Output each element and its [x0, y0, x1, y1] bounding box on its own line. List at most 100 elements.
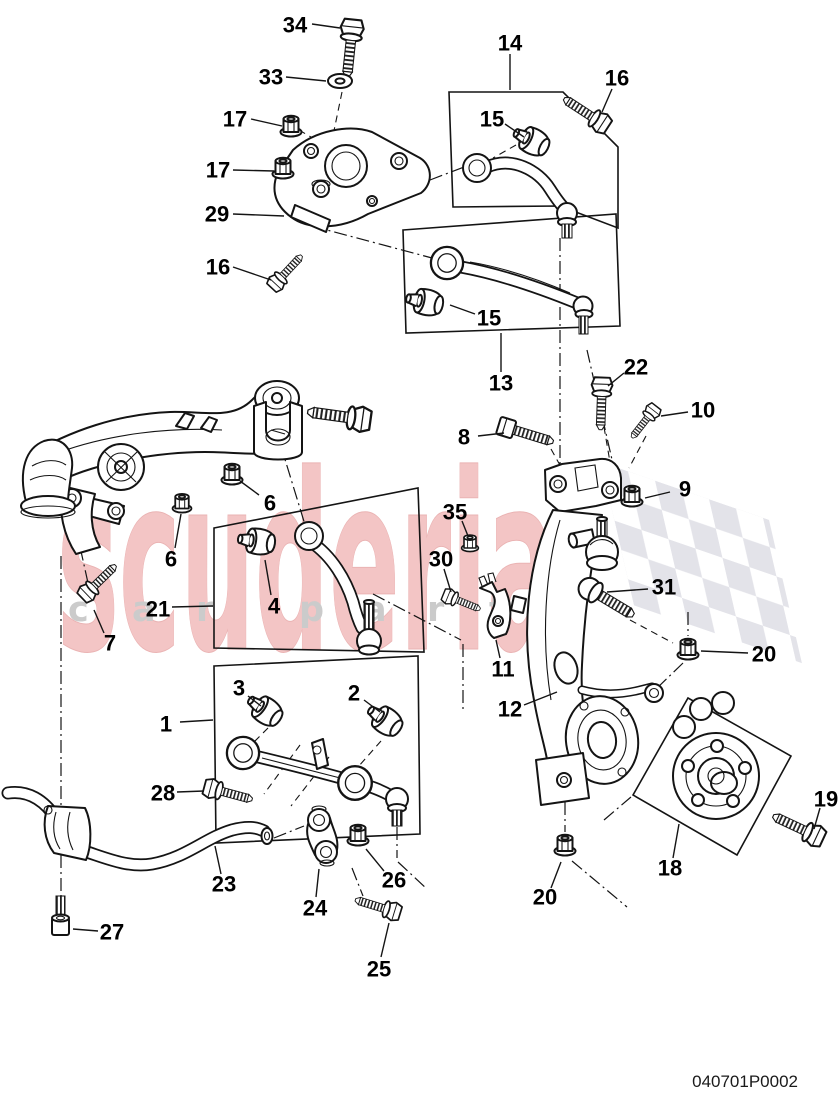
- callout-7: 7: [93, 609, 116, 656]
- callout-11: 11: [491, 639, 515, 682]
- callout-leader-line: [365, 848, 385, 872]
- callout-15: 15: [449, 304, 501, 331]
- callout-leader-line: [606, 588, 649, 593]
- callout-2: 2: [348, 681, 381, 713]
- callout-number: 4: [268, 594, 281, 619]
- callout-30: 30: [429, 547, 453, 593]
- callout-28: 28: [151, 781, 205, 806]
- guide-line: [603, 426, 612, 469]
- callout-14: 14: [498, 31, 523, 90]
- callout-12: 12: [498, 691, 558, 722]
- callout-number: 8: [458, 425, 470, 450]
- callout-leader-line: [311, 23, 341, 29]
- callout-number: 25: [367, 957, 391, 982]
- fastener-bolt-31: [577, 576, 635, 618]
- callout-number: 21: [146, 597, 170, 622]
- part-number: 040701P0002: [692, 1072, 798, 1091]
- callout-number: 35: [443, 500, 467, 525]
- guide-line: [492, 144, 517, 159]
- callout-leader-line: [363, 699, 381, 713]
- callout-6: 6: [165, 513, 182, 572]
- callout-20: 20: [533, 861, 562, 910]
- callout-leader-line: [660, 411, 689, 417]
- part-wheel-hub: [672, 691, 760, 820]
- callout-number: 17: [206, 158, 230, 183]
- callout-leader-line: [285, 76, 327, 82]
- callout-leader-line: [214, 845, 222, 875]
- guide-line: [429, 166, 465, 181]
- callout-number: 15: [480, 107, 504, 132]
- guide-line: [629, 619, 674, 644]
- callout-15: 15: [480, 107, 525, 138]
- callout-leader-line: [93, 609, 105, 634]
- callout-leader-line: [264, 559, 272, 596]
- callout-number: 23: [212, 872, 236, 897]
- callout-17: 17: [223, 107, 283, 132]
- callout-number: 12: [498, 697, 522, 722]
- part-stabilizer-clamp: [43, 805, 92, 861]
- callout-number: 26: [382, 868, 406, 893]
- callout-18: 18: [658, 823, 682, 881]
- callout-leader-line: [644, 491, 671, 499]
- callout-number: 20: [752, 642, 776, 667]
- guide-line: [290, 756, 330, 807]
- callout-19: 19: [813, 787, 838, 830]
- callout-leader-line: [174, 513, 182, 549]
- fastener-washer-33: [327, 73, 353, 89]
- callout-8: 8: [458, 425, 505, 450]
- callout-leader-line: [232, 266, 272, 281]
- guide-line: [571, 860, 628, 908]
- callout-number: 16: [206, 255, 230, 280]
- guide-line: [279, 442, 307, 529]
- callout-number: 20: [533, 885, 557, 910]
- callout-leader-line: [523, 691, 558, 706]
- fastener-bolt-28: [200, 776, 256, 810]
- callout-leader-line: [315, 868, 320, 898]
- callout-35: 35: [443, 500, 469, 537]
- callout-number: 22: [624, 355, 648, 380]
- callout-number: 14: [498, 31, 523, 56]
- group-box-21: [213, 487, 425, 653]
- callout-20: 20: [700, 642, 776, 667]
- callout-leader-line: [380, 922, 390, 958]
- fastener-nut-17a: [279, 114, 303, 138]
- callout-1: 1: [160, 712, 214, 737]
- callout-34: 34: [283, 13, 341, 38]
- fastener-nut-9: [620, 484, 644, 508]
- callout-number: 34: [283, 13, 308, 38]
- guide-line: [311, 225, 433, 259]
- part-lower-control-arm: [225, 687, 409, 827]
- guide-line: [603, 796, 632, 821]
- fastener-nut-6b: [171, 493, 193, 514]
- callout-16: 16: [206, 255, 272, 281]
- callout-31: 31: [606, 575, 676, 600]
- callout-number: 33: [259, 65, 283, 90]
- fastener-nut-35: [460, 534, 480, 553]
- part-mounting-bracket: [273, 127, 431, 233]
- callout-3: 3: [233, 676, 262, 707]
- callout-leader-line: [550, 861, 562, 889]
- callout-number: 31: [652, 575, 676, 600]
- callout-leader-line: [504, 123, 525, 138]
- callout-leader-line: [601, 88, 613, 113]
- fastener-nut-26: [346, 823, 370, 847]
- fastener-nut-17b: [271, 156, 295, 180]
- checkered-flag-watermark: [601, 461, 802, 664]
- callout-number: 18: [658, 856, 682, 881]
- part-bracket-clip: [478, 572, 512, 639]
- guide-line: [397, 861, 428, 890]
- group-box-13: [402, 213, 621, 334]
- callout-number: 3: [233, 676, 245, 701]
- part-upper-control-arm-front: [462, 119, 578, 239]
- callout-9: 9: [644, 477, 691, 502]
- callout-leader-line: [672, 823, 680, 859]
- callout-leader-line: [461, 520, 469, 537]
- callout-leader-line: [700, 650, 749, 654]
- callout-17: 17: [206, 158, 275, 183]
- callout-number: 24: [303, 896, 328, 921]
- fastener-nut-6a: [220, 462, 244, 486]
- callout-13: 13: [489, 333, 513, 396]
- callout-29: 29: [205, 202, 285, 227]
- callout-23: 23: [212, 845, 236, 897]
